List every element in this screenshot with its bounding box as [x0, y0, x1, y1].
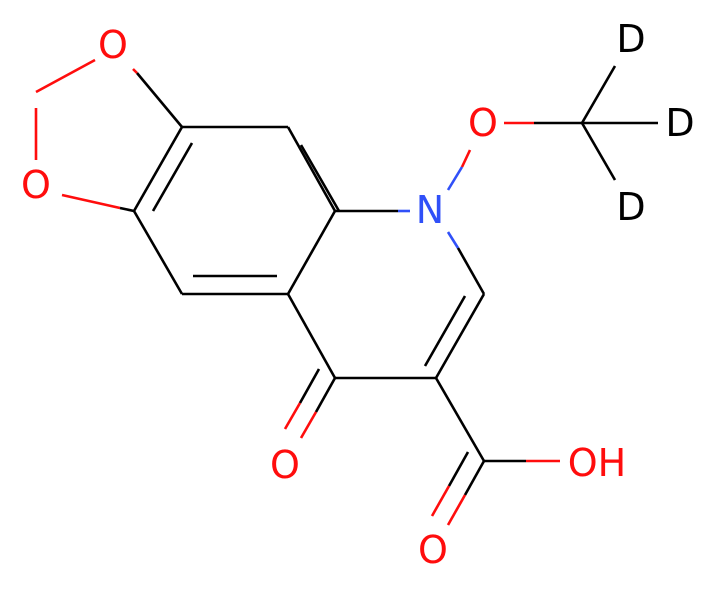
bond-ketone-1-red: [299, 411, 318, 439]
bond-o-c-bottom-red: [61, 193, 121, 210]
bond-c-d3: [580, 122, 617, 181]
pyridinone-ring: [286, 209, 486, 380]
bond-c-o-top-red: [132, 68, 138, 74]
nitrogen-label: N: [416, 188, 444, 232]
bond-c-o-2-red: [430, 485, 451, 517]
bond-cketone-c: [286, 293, 337, 379]
bond-c-d1: [580, 65, 617, 124]
bond-c-o-top: [136, 72, 183, 128]
bond-n-o-red: [460, 149, 472, 168]
oxygen-label-ketone: O: [270, 443, 300, 487]
bond-ketone-2-red: [283, 402, 302, 430]
carboxylic-acid-group: [430, 377, 560, 526]
benzene-ring: [132, 125, 341, 296]
oxygen-label-dioxole-top: O: [98, 23, 128, 67]
deuterium-label-1: D: [616, 17, 645, 61]
bond-b6-double: [151, 142, 194, 212]
methoxy-d3-group: [446, 65, 658, 191]
bond-o-c-bottom: [119, 206, 135, 213]
bond-ch-c-double: [423, 295, 467, 367]
bond-c-o-2: [447, 451, 470, 487]
deuterium-label-3: D: [616, 185, 645, 229]
oxygen-label-methoxy: O: [468, 101, 498, 145]
deuterium-label-2: D: [665, 101, 694, 145]
bond-ketone-1: [314, 377, 337, 413]
bond-n-c-blue: [446, 231, 460, 249]
ketone-group: [283, 368, 337, 439]
bond-o-ch2-top: [35, 58, 96, 94]
oxygen-label-carbonyl: O: [418, 528, 448, 572]
dioxole-ring: [34, 58, 183, 213]
bond-n-o-blue: [446, 166, 464, 191]
bond-c-o-1: [463, 460, 486, 496]
bond-b3: [286, 210, 337, 295]
bond-b6: [132, 126, 184, 212]
bond-n-ch: [456, 247, 486, 295]
bond-b5: [132, 210, 184, 295]
bond-b2: [286, 126, 337, 212]
bond-ch-c: [434, 293, 486, 379]
bond-c-cooh: [434, 377, 486, 462]
bond-c-o-1-red: [446, 494, 467, 526]
hydroxyl-label: OH: [568, 441, 626, 485]
oxygen-label-dioxole-bottom: O: [21, 163, 51, 207]
bond-b2-double: [299, 144, 341, 212]
bond-ketone-2: [298, 368, 321, 404]
